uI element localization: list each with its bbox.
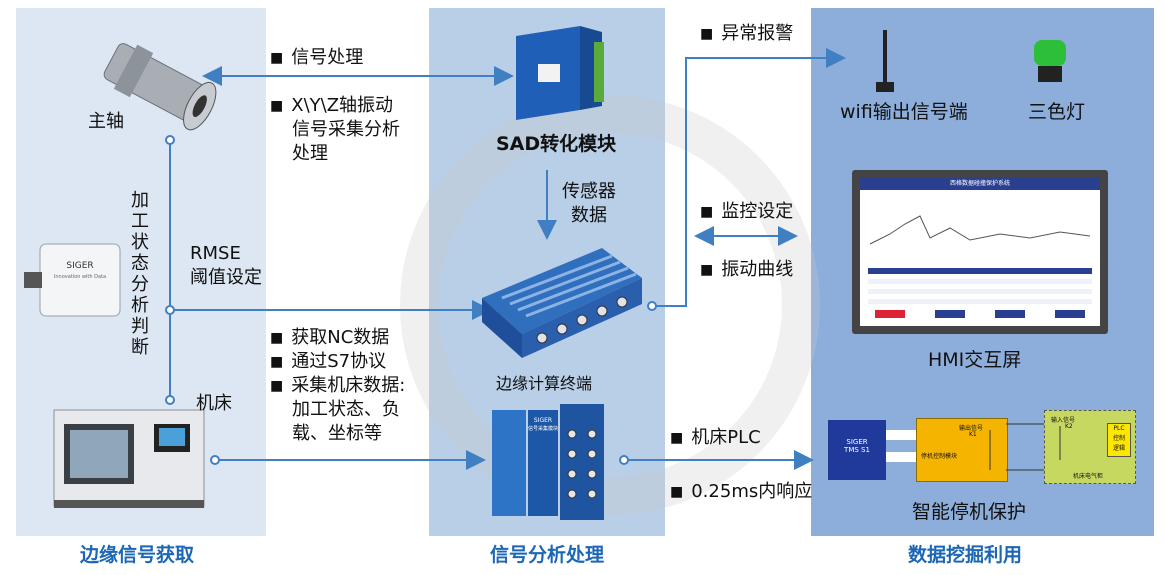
bullet-nc-data: 获取NC数据 [270,326,389,350]
sad-label: SAD转化模块 [496,133,617,155]
tms-box: SIGER TMS S1 [828,420,886,480]
collect-detail-2: 载、坐标等 [292,423,382,444]
lamp-label: 三色灯 [1028,101,1086,123]
bullet-xyz-line3: 处理 [292,143,328,164]
bullet-plc: 机床PLC [670,426,760,450]
collect-detail-1: 加工状态、负 [292,399,400,420]
section-signal-analysis: 信号分析处理 [490,544,605,566]
bullet-monitor: 监控设定 [700,200,793,224]
bullet-s7: 通过S7协议 [270,350,386,374]
protect-label: 智能停机保护 [912,501,1027,523]
machine-tool-image [44,396,214,520]
arrow-edge-alarm [652,48,846,307]
signal-collector-image: SIGER 信号采集模块 [490,404,620,526]
section-data-mining: 数据挖掘利用 [908,544,1023,566]
bullet-signal-processing: 信号处理 [270,46,363,70]
spindle-image [95,30,225,144]
bullet-collect: 采集机床数据: [270,374,405,398]
tms-connector [886,430,916,470]
vibration-sensor-image: SIGER Innovation with Data [22,240,122,324]
hmi-screen: 西格数据碰撞保护系统 [852,170,1108,334]
bullet-xyz: X\Y\Z轴振动 [270,94,393,118]
hmi-title-bar: 西格数据碰撞保护系统 [860,178,1100,190]
collector-brand: SIGER [534,417,552,424]
spindle-label: 主轴 [88,111,124,132]
sad-module-image [510,24,610,128]
sensor-data-label: 传感器数据 [562,181,616,226]
sensor-brand: SIGER [66,261,93,271]
edge-terminal-label: 边缘计算终端 [496,374,593,393]
bullet-alarm: 异常报警 [700,22,793,46]
wifi-antenna-image [870,28,900,98]
collector-subtitle: 信号采集模块 [528,425,558,432]
machine-label: 机床 [196,393,232,414]
bullet-vibration: 振动曲线 [700,258,793,282]
signal-lamp-image [1030,36,1070,90]
vertical-label: 加工 状态 分析 判断 [131,190,149,358]
hmi-label: HMI交互屏 [928,349,1022,371]
stop-control-module: 输出信号 K1 停机控制模块 [916,418,1008,482]
wifi-label: wifi输出信号端 [840,101,968,123]
bullet-response: 0.25ms内响应 [670,480,812,504]
bullet-xyz-line2: 信号采集分析 [292,119,400,140]
sensor-subtitle: Innovation with Data [54,274,106,280]
section-edge-signal: 边缘信号获取 [80,544,195,566]
edge-terminal-image [472,238,652,366]
